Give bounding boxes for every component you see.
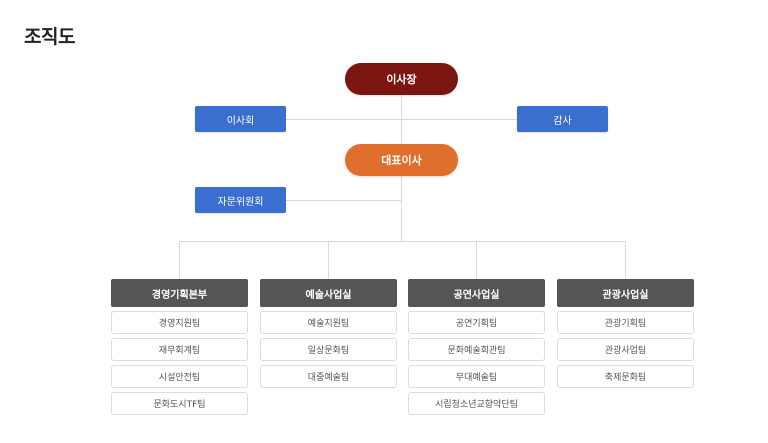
board-node: 이사회 — [195, 106, 286, 132]
team-node: 시설안전팀 — [111, 365, 248, 388]
department-tourism-business: 관광사업실 — [557, 279, 694, 307]
team-node: 문화예술회관팀 — [408, 338, 545, 361]
ceo-node: 대표이사 — [345, 144, 458, 176]
team-node: 공연기획팀 — [408, 311, 545, 334]
page-title: 조직도 — [24, 26, 75, 48]
team-node: 재무회계팀 — [111, 338, 248, 361]
department-management-planning: 경영기획본부 — [111, 279, 248, 307]
team-node: 경영지원팀 — [111, 311, 248, 334]
team-node: 무대예술팀 — [408, 365, 545, 388]
team-node: 시립청소년교향악단팀 — [408, 392, 545, 415]
team-node: 관광사업팀 — [557, 338, 694, 361]
team-node: 예술지원팀 — [260, 311, 397, 334]
department-arts-business: 예술사업실 — [260, 279, 397, 307]
team-node: 일상문화팀 — [260, 338, 397, 361]
team-node: 축제문화팀 — [557, 365, 694, 388]
team-node: 문화도시TF팀 — [111, 392, 248, 415]
team-node: 관광기획팀 — [557, 311, 694, 334]
advisory-committee-node: 자문위원회 — [195, 187, 286, 213]
chairman-node: 이사장 — [345, 63, 458, 95]
team-node: 대중예술팀 — [260, 365, 397, 388]
audit-node: 감사 — [517, 106, 608, 132]
department-performance-business: 공연사업실 — [408, 279, 545, 307]
